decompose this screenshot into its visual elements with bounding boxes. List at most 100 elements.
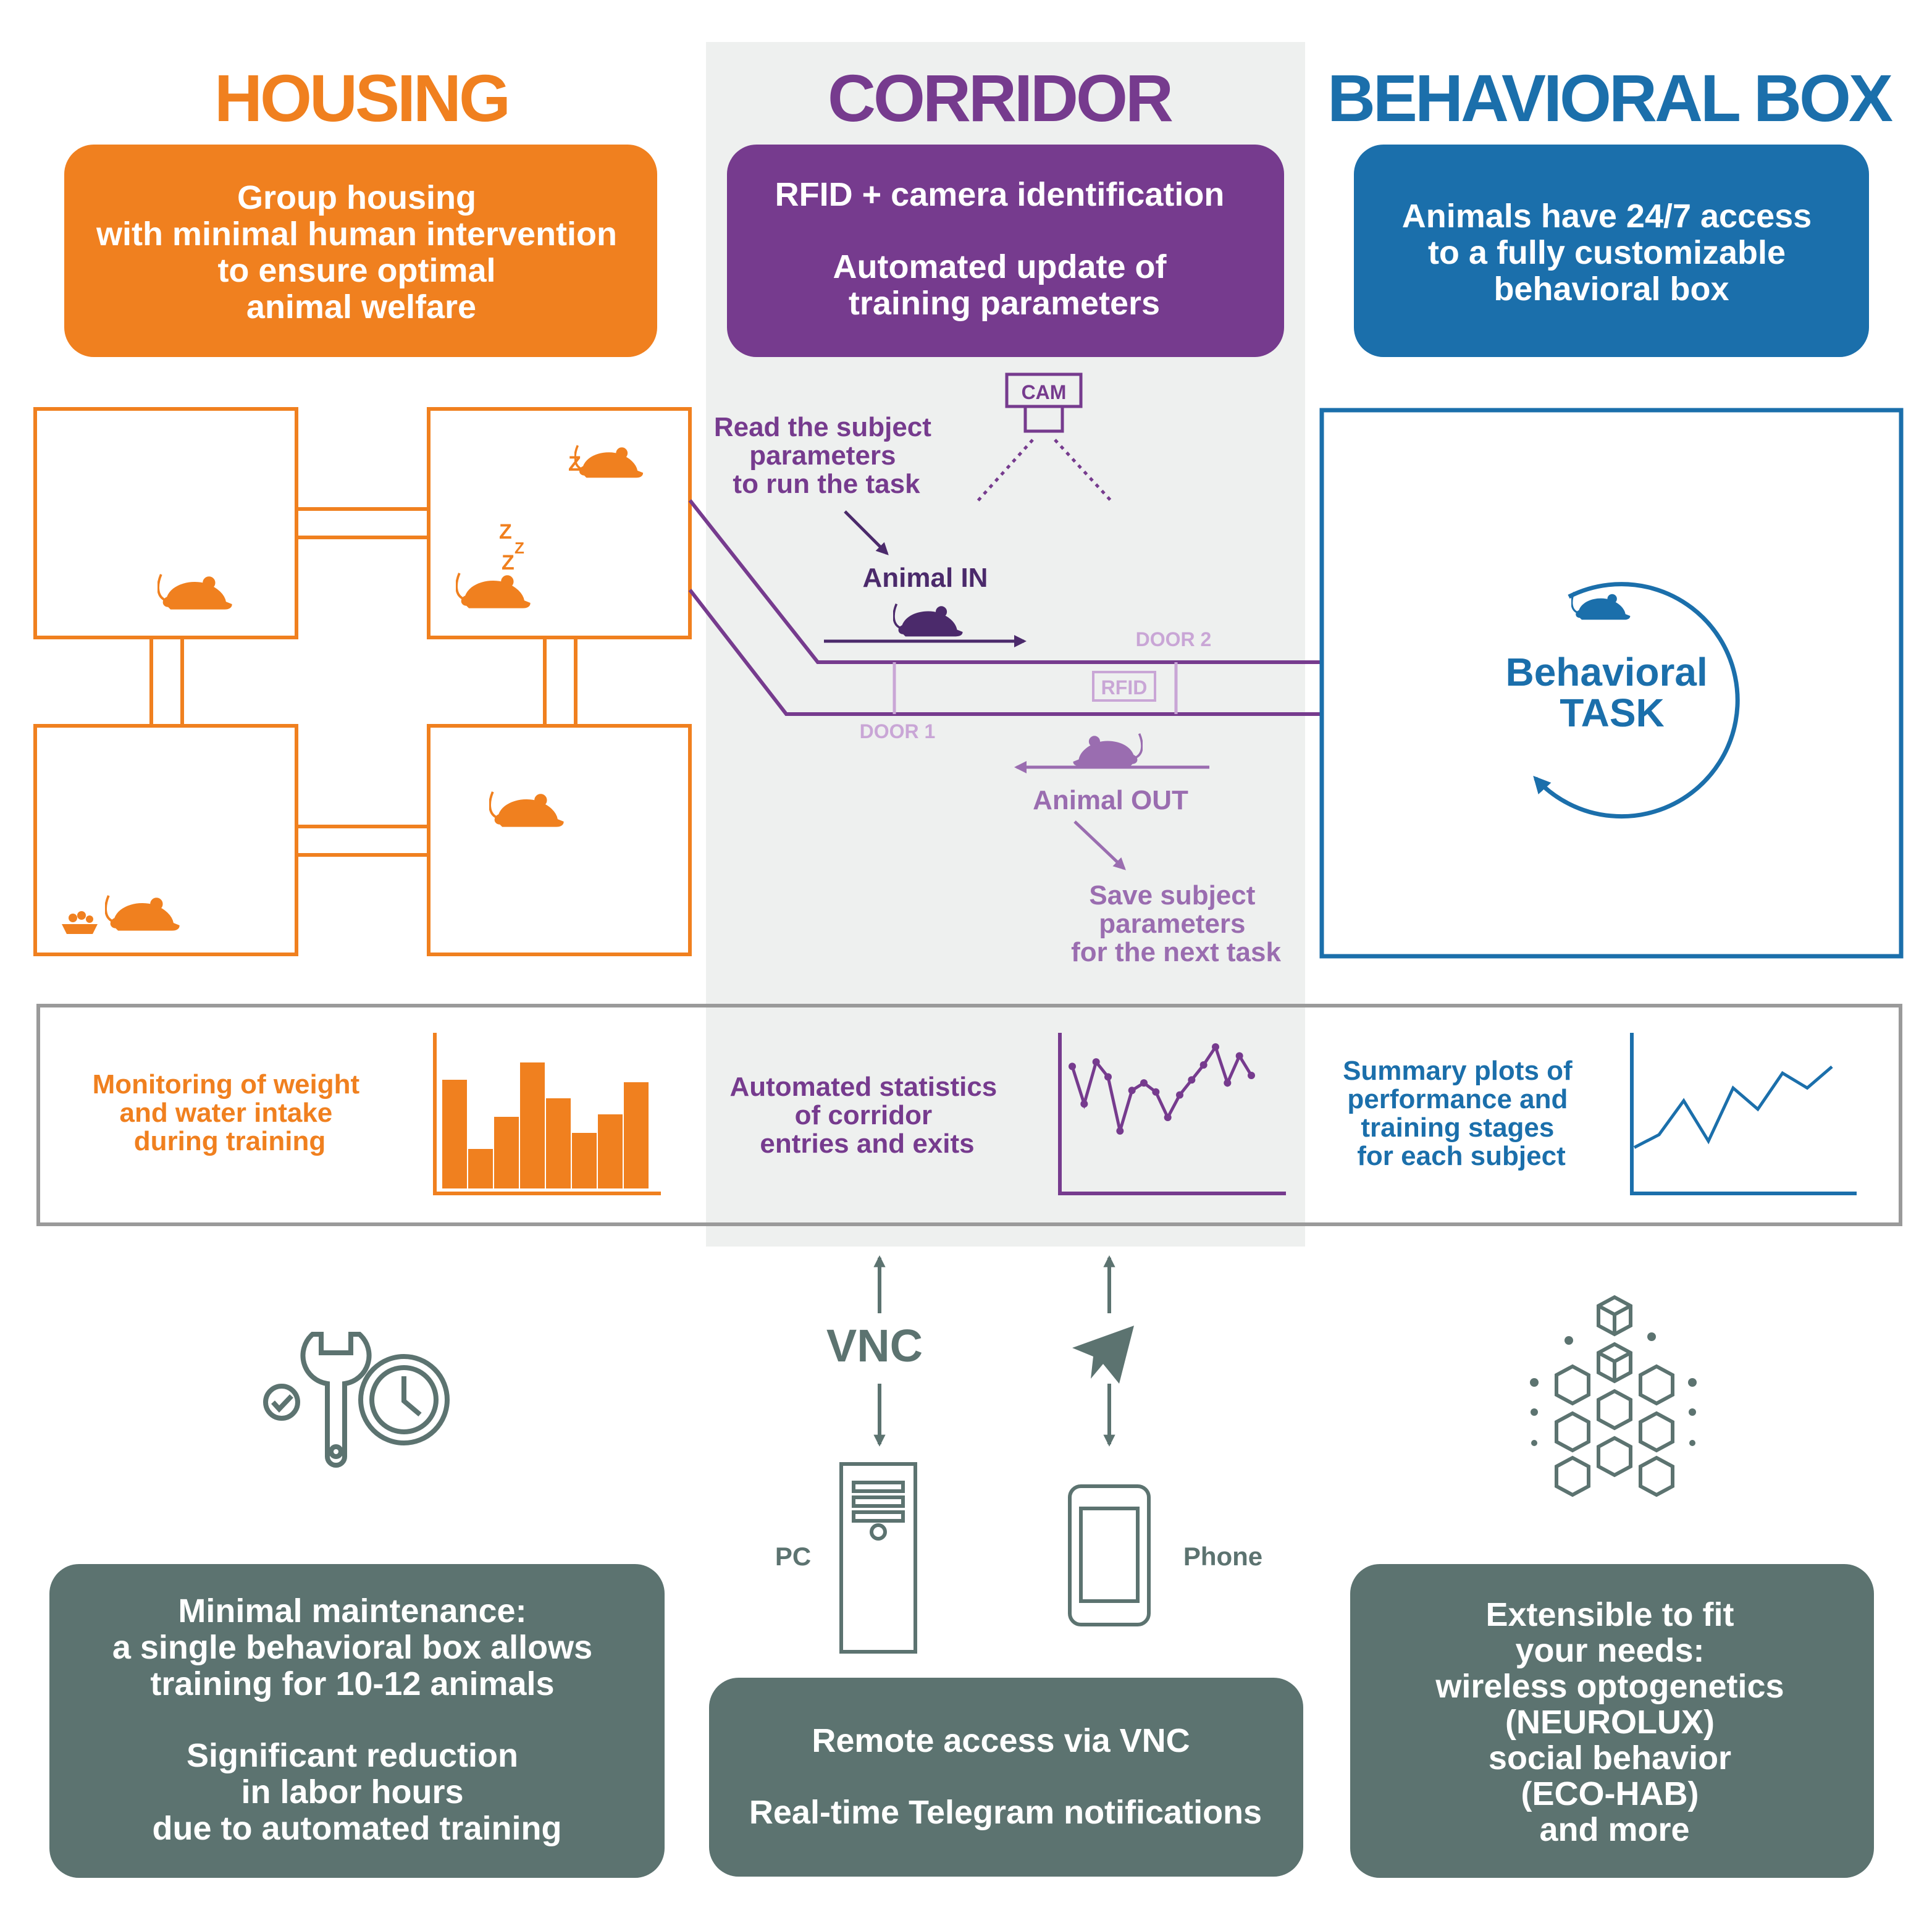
corridor-banner: [727, 145, 1284, 357]
data-point: [1140, 1079, 1148, 1087]
data-point: [1152, 1088, 1160, 1096]
mouse-icon: [106, 896, 179, 930]
door-1-label: DOOR 1: [860, 720, 936, 742]
corridor-heading: CORRIDOR: [828, 61, 1172, 135]
modular-cubes-icon: [1555, 1295, 1674, 1497]
tunnel-left: [149, 636, 184, 728]
data-point: [1092, 1058, 1100, 1066]
behavioral-box-banner-text: Animals have 24/7 access to a fully cust…: [1402, 198, 1821, 308]
wrench-icon: [300, 1332, 372, 1468]
cage-bottom-right: [427, 724, 692, 956]
housing-mice: [62, 444, 644, 934]
cube-sparkle-dots: [1530, 1332, 1697, 1446]
maintenance-panel-text: Minimal maintenance: a single behavioral…: [112, 1592, 602, 1847]
weight-bar-chart: [433, 1033, 661, 1195]
door-2-label: DOOR 2: [1136, 628, 1212, 650]
data-point: [1176, 1091, 1183, 1099]
sleep-z: Z: [502, 551, 514, 574]
bar: [442, 1080, 467, 1188]
sleep-z: Z: [568, 452, 581, 476]
sleeping-mouse-icon: [456, 573, 530, 608]
save-parameters-note: Save subject parameters for the next tas…: [1071, 880, 1281, 967]
data-point: [1224, 1079, 1232, 1087]
monitoring-strip: [36, 1004, 1902, 1226]
housing-banner: [64, 145, 657, 357]
task-mouse-icon: [1571, 591, 1632, 621]
bar: [572, 1133, 597, 1188]
summary-chart-axes: [1630, 1033, 1857, 1195]
data-point: [1199, 1061, 1208, 1069]
sleep-z: Z: [499, 520, 512, 544]
task-loop-arc: [1533, 582, 1740, 819]
sleep-z: Z: [514, 539, 524, 557]
rfid-label: RFID: [1101, 676, 1148, 699]
cam-label: CAM: [1022, 381, 1067, 403]
mouse-icon: [490, 792, 563, 827]
data-point: [1248, 1072, 1255, 1079]
extensible-panel-text: Extensible to fit your needs: wireless o…: [1435, 1596, 1793, 1848]
pc-label: PC: [775, 1542, 811, 1571]
behavioral-box-frame: [1319, 408, 1904, 959]
tunnel-top: [295, 507, 430, 539]
behavioral-box-heading: BEHAVIORAL BOX: [1327, 61, 1893, 135]
summary-line-chart: [1630, 1033, 1857, 1195]
series-line: [1070, 1043, 1253, 1132]
monitoring-text: Monitoring of weight and water intake du…: [93, 1069, 368, 1156]
housing-banner-text: Group housing with minimal human interve…: [96, 179, 626, 326]
behavioral-box-banner: [1354, 145, 1869, 357]
sleeping-mouse-icon: [574, 444, 644, 479]
food-bowl-icon: [62, 924, 98, 934]
tunnel-right: [543, 636, 578, 728]
sleep-marks: Z Z Z Z: [499, 452, 581, 574]
read-note-arrow: [844, 510, 889, 555]
read-parameters-note: Read the subject parameters to run the t…: [714, 412, 939, 499]
data-point: [1164, 1114, 1172, 1121]
bar: [624, 1082, 649, 1188]
extensible-panel: [1350, 1564, 1874, 1878]
smartphone-icon: [1068, 1484, 1151, 1626]
behavioral-task-label: Behavioral TASK: [1505, 650, 1718, 735]
data-point: [1080, 1100, 1088, 1108]
maintenance-panel: [49, 1564, 665, 1878]
rfid-reader: [1092, 671, 1156, 702]
save-note-arrow: [1073, 820, 1126, 870]
housing-cages: [33, 407, 692, 956]
corridor-chart-axes: [1058, 1033, 1286, 1195]
check-circle-icon: [263, 1384, 300, 1421]
vnc-label: VNC: [826, 1320, 923, 1371]
bar: [494, 1117, 519, 1188]
corridor-tube: [688, 499, 1322, 716]
phone-label: Phone: [1183, 1542, 1262, 1571]
data-point: [1069, 1062, 1076, 1070]
telegram-plane-icon: [1072, 1326, 1134, 1384]
mouse-icon: [158, 574, 232, 609]
data-point: [1212, 1043, 1219, 1051]
summary-plots-text: Summary plots of performance and trainin…: [1343, 1056, 1580, 1171]
bar: [468, 1149, 493, 1188]
corridor-stats-text: Automated statistics of corridor entries…: [730, 1072, 1005, 1159]
series-line: [1633, 1065, 1833, 1149]
maintenance-icons: [263, 1332, 450, 1468]
data-point: [1104, 1073, 1112, 1081]
animal-out-label: Animal OUT: [1033, 785, 1188, 815]
food-pellet: [86, 915, 93, 923]
camera-icon: [976, 372, 1113, 503]
animal-in-label: Animal IN: [863, 563, 988, 593]
remote-panel: [709, 1678, 1303, 1877]
bar: [598, 1114, 623, 1188]
housing-heading: HOUSING: [214, 61, 508, 135]
remote-panel-text: Remote access via VNC Real-time Telegram…: [749, 1722, 1262, 1831]
bar-chart-axes: [433, 1033, 661, 1195]
clock-icon: [358, 1354, 450, 1445]
corridor-line-chart: [1058, 1033, 1286, 1195]
tunnel-bottom: [295, 825, 430, 857]
pc-tower-icon: [839, 1462, 917, 1654]
food-pellet: [69, 914, 77, 922]
data-point: [1188, 1076, 1196, 1084]
data-point: [1116, 1127, 1124, 1135]
data-point: [1128, 1087, 1136, 1095]
bar: [546, 1098, 571, 1188]
bar: [520, 1062, 545, 1188]
corridor-banner-text: RFID + camera identification Automated u…: [775, 176, 1234, 322]
